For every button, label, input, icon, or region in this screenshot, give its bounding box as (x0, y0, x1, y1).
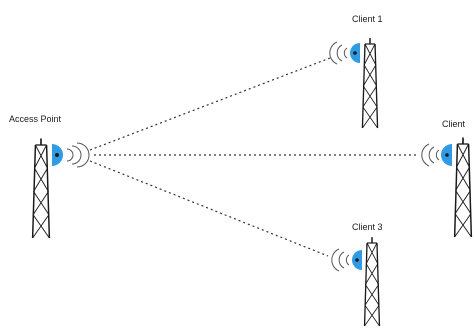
signal-waves-icon (329, 41, 348, 65)
client-3-tower (363, 236, 381, 327)
client-2-tower (453, 136, 473, 238)
tower-icon (361, 37, 379, 129)
signal-waves-icon (331, 248, 350, 272)
client-3-antenna (331, 248, 362, 272)
signal-waves-icon (421, 143, 440, 167)
client-2-label: Client (442, 119, 466, 129)
tower-icon (31, 137, 51, 239)
access-point-antenna (52, 142, 90, 168)
tower-icon (363, 236, 381, 327)
signal-waves-icon (66, 142, 90, 168)
access-point-tower (31, 137, 51, 239)
link-ap-client-1 (89, 57, 331, 151)
tower-icon (453, 136, 473, 238)
client-2-antenna (421, 143, 452, 167)
link-ap-client-3 (89, 160, 329, 257)
client-3-label: Client 3 (352, 222, 383, 232)
wireless-links (89, 57, 418, 257)
client-1-antenna (329, 41, 360, 65)
access-point-label: Access Point (9, 114, 62, 124)
client-1-label: Client 1 (352, 14, 383, 24)
client-1-tower (361, 37, 379, 129)
